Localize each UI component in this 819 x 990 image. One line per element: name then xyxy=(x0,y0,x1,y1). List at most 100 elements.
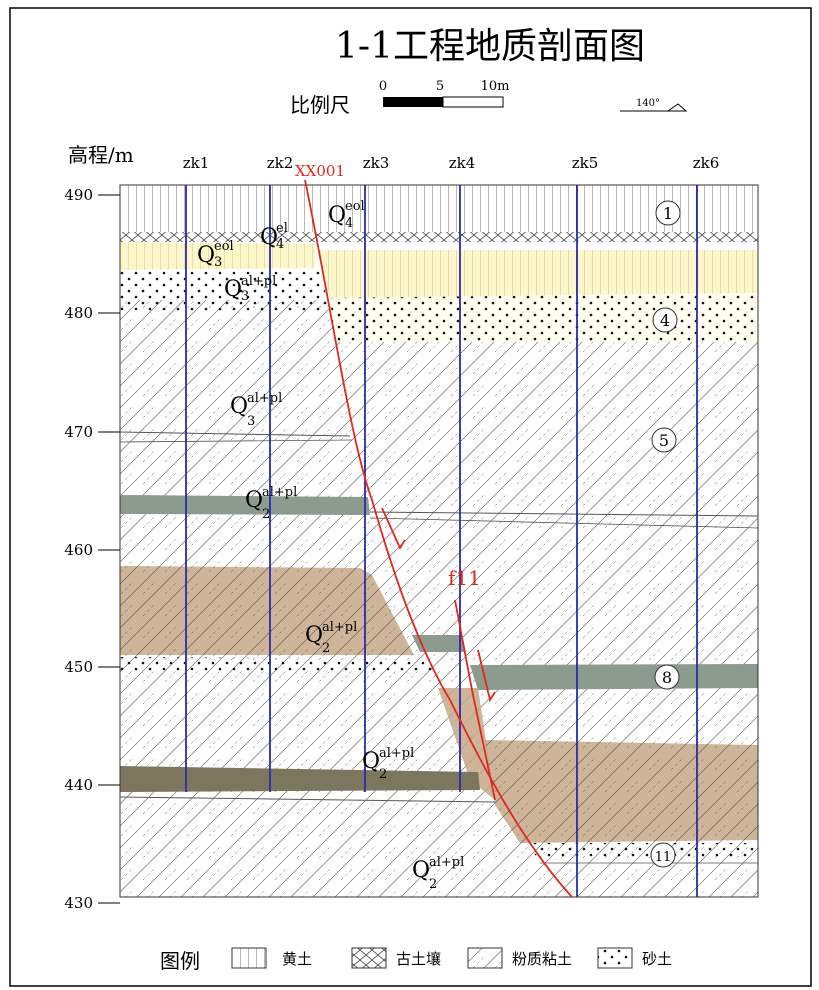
sand-layer-right xyxy=(330,293,758,342)
svg-text:3: 3 xyxy=(247,414,255,429)
scale-tick-0: 0 xyxy=(379,79,387,94)
fault-f11 xyxy=(454,599,496,801)
svg-text:Q: Q xyxy=(245,488,263,513)
svg-text:Q: Q xyxy=(412,858,430,883)
svg-text:Q: Q xyxy=(197,243,215,268)
legend-label-loess: 黄土 xyxy=(282,950,312,968)
scale-bar: 0 5 10m xyxy=(379,79,509,108)
strata-label: Q eol 4 xyxy=(328,199,365,231)
loess-yellow-right xyxy=(318,250,758,298)
borehole-label-zk5: zk5 xyxy=(572,154,599,172)
svg-text:2: 2 xyxy=(379,767,387,782)
section-marker-label: XX001 xyxy=(295,162,345,180)
y-tick-470: 470 xyxy=(64,423,93,441)
legend-swatch-silty-clay xyxy=(467,947,503,969)
borehole-label-zk3: zk3 xyxy=(363,154,390,172)
section-outline xyxy=(119,184,759,898)
strata-labels: Q el 4 Q eol 4 Q eol 3 Q al+pl 3 Q al+pl… xyxy=(197,199,464,892)
svg-text:2: 2 xyxy=(262,507,270,522)
section-body xyxy=(120,185,758,897)
svg-text:al+pl: al+pl xyxy=(241,274,276,289)
borehole-label-zk6: zk6 xyxy=(693,154,720,172)
brown-wedge-middle xyxy=(438,688,495,800)
borehole-label-zk1: zk1 xyxy=(183,154,210,172)
fault-label-f11: f11 xyxy=(448,566,481,590)
grey-green-band-middle xyxy=(412,635,464,652)
svg-text:3: 3 xyxy=(214,255,222,270)
figure-title: 1-1工程地质剖面图 xyxy=(335,26,645,67)
orientation-angle: 140° xyxy=(636,98,660,109)
y-axis-label: 高程/m xyxy=(68,143,134,167)
triangle-icon xyxy=(666,103,688,112)
svg-text:2: 2 xyxy=(429,877,437,892)
svg-text:4: 4 xyxy=(276,237,284,252)
fault-lines xyxy=(304,179,573,898)
svg-text:al+pl: al+pl xyxy=(262,485,297,500)
y-tick-460: 460 xyxy=(64,541,93,559)
layer-number-11: 11 xyxy=(655,850,672,865)
sand-layer-lower-left xyxy=(120,657,434,674)
layer-number-8: 8 xyxy=(662,668,672,687)
svg-text:al+pl: al+pl xyxy=(247,391,282,406)
strata-label: Q al+pl 2 xyxy=(362,746,414,782)
layer-number-4: 4 xyxy=(660,311,670,330)
layer-number-5: 5 xyxy=(659,431,669,450)
svg-text:3: 3 xyxy=(241,289,249,304)
strata-label: Q al+pl 2 xyxy=(412,855,464,892)
scale-bar-black-segment xyxy=(383,97,443,107)
borehole-label-zk2: zk2 xyxy=(267,154,294,172)
svg-text:al+pl: al+pl xyxy=(322,620,357,635)
layer-number-1: 1 xyxy=(663,204,673,223)
grey-green-band-left xyxy=(120,495,370,515)
scale-bar-white-segment xyxy=(442,96,504,108)
brown-band-left-hatch xyxy=(120,566,414,655)
grey-green-band-right xyxy=(470,664,758,690)
svg-text:eol: eol xyxy=(214,239,234,254)
fault-displacement-arrow-2 xyxy=(477,649,496,703)
svg-text:eol: eol xyxy=(345,199,365,214)
svg-text:al+pl: al+pl xyxy=(429,855,464,870)
scale-tick-5: 5 xyxy=(436,79,444,94)
borehole-label-zk4: zk4 xyxy=(449,154,476,172)
layer-number-circles: 1 4 5 8 11 xyxy=(650,200,681,868)
svg-text:2: 2 xyxy=(322,641,330,656)
scale-bar-label: 比例尺 xyxy=(290,93,350,117)
svg-text:Q: Q xyxy=(328,203,346,228)
legend-swatch-loess xyxy=(231,947,267,969)
y-tick-430: 430 xyxy=(64,894,93,912)
orientation-mark: 140° xyxy=(620,98,688,112)
y-tick-480: 480 xyxy=(64,304,93,322)
svg-text:Q: Q xyxy=(260,225,278,250)
borehole-lines xyxy=(185,185,698,897)
y-tick-440: 440 xyxy=(64,776,93,794)
paleosol-band xyxy=(120,232,758,242)
y-axis: 490 480 470 460 450 440 430 xyxy=(64,186,120,912)
svg-text:Q: Q xyxy=(230,394,248,419)
dark-brown-band xyxy=(120,766,480,792)
strata-label: Q el 4 xyxy=(260,221,288,252)
strata-label: Q al+pl 2 xyxy=(245,485,297,522)
strata-label: Q eol 3 xyxy=(197,239,234,270)
strata-label: Q al+pl 3 xyxy=(230,391,282,429)
svg-text:Q: Q xyxy=(362,749,380,774)
svg-text:Q: Q xyxy=(305,623,323,648)
y-tick-450: 450 xyxy=(64,658,93,676)
borehole-labels: zk1 zk2 zk3 zk4 zk5 zk6 xyxy=(183,154,720,172)
y-tick-490: 490 xyxy=(64,186,93,204)
svg-text:el: el xyxy=(276,221,288,236)
legend-title: 图例 xyxy=(160,949,200,973)
sand-layer-left xyxy=(120,270,328,312)
loess-yellow-left-hatch xyxy=(120,242,315,270)
svg-text:al+pl: al+pl xyxy=(379,746,414,761)
brown-band-right-hatch xyxy=(485,740,758,843)
legend: 图例 黄土 古土壤 粉质粘土 砂土 xyxy=(160,947,672,973)
legend-label-paleosol: 古土壤 xyxy=(396,950,441,968)
strata-label: Q al+pl 2 xyxy=(305,620,357,656)
fault-xx001 xyxy=(304,179,573,898)
figure-border xyxy=(9,7,812,987)
legend-swatch-sand xyxy=(597,947,633,969)
loess-layer-1 xyxy=(120,185,758,232)
legend-swatch-paleosol xyxy=(351,947,387,969)
legend-label-silty-clay: 粉质粘土 xyxy=(512,950,572,968)
svg-text:4: 4 xyxy=(345,216,353,231)
